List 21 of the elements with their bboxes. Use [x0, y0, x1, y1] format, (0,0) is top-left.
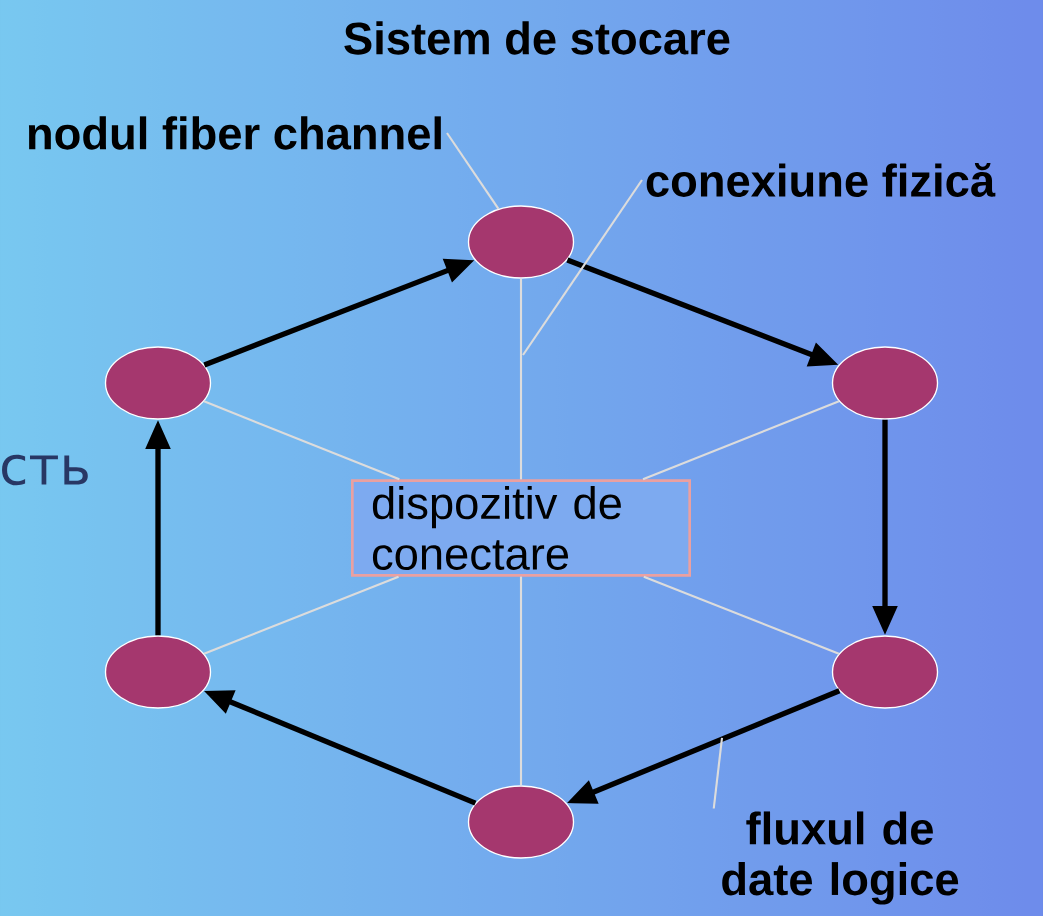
title: Sistem de stocare	[344, 21, 730, 55]
leader-line	[522, 179, 643, 356]
leader-line	[712, 737, 724, 809]
leader-line	[446, 132, 500, 210]
cut-off-text: сть	[2, 454, 88, 486]
node-ellipse	[467, 205, 575, 279]
node-ellipse	[831, 346, 939, 420]
connection-line	[519, 576, 523, 786]
node-ellipse	[104, 635, 212, 709]
node-ellipse	[104, 346, 212, 420]
callout-text: fluxul de date logice	[722, 811, 959, 905]
connection-line	[643, 575, 840, 655]
callout-text: nodul fiber channel	[28, 116, 441, 150]
connection-line	[203, 575, 399, 655]
node-ellipse	[467, 785, 575, 859]
connection-line	[642, 400, 840, 481]
connection-line	[519, 278, 523, 480]
connection-line	[203, 400, 400, 481]
node-ellipse	[831, 635, 939, 709]
callout-text: conexiune fizică	[646, 163, 996, 197]
device-box: dispozitiv de conectare	[351, 479, 691, 577]
